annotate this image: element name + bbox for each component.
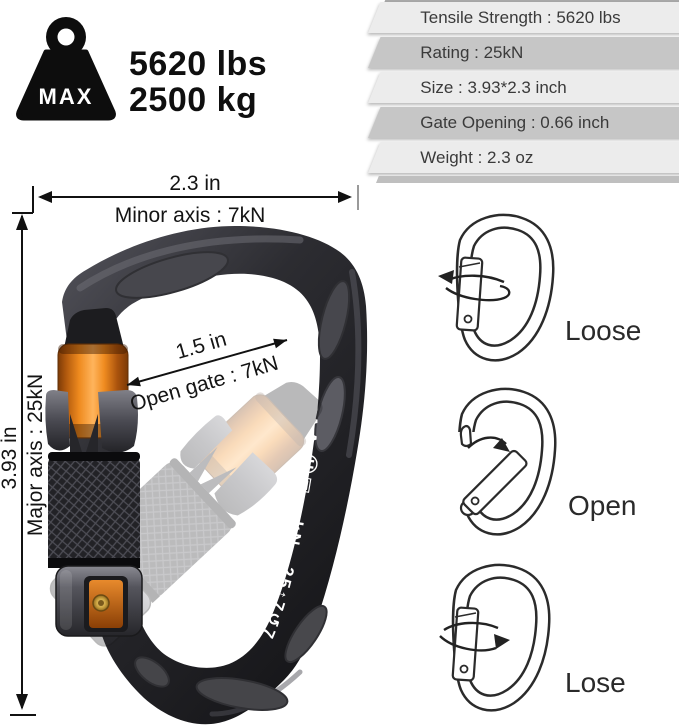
height-arrow-top <box>16 214 28 230</box>
major-axis-label: Major axis : 25kN <box>24 374 47 536</box>
spec-banner-weight: Weight : 2.3 oz <box>368 142 679 173</box>
height-arrow-bottom <box>16 694 28 710</box>
unscrew-arrow-front <box>445 284 511 302</box>
gate-arrow-left <box>127 376 141 387</box>
figure-loose <box>438 213 555 362</box>
screw-arrow-front <box>439 635 497 652</box>
gate-state-label-loose: Loose <box>565 315 641 346</box>
spec-banner-text: Size : 3.93*2.3 inch <box>420 78 567 97</box>
unscrew-arrowhead <box>438 270 454 284</box>
figure-open <box>453 387 557 536</box>
width-dimension-label: 2.3 in <box>169 172 220 195</box>
screw-arrow-back <box>443 621 499 632</box>
minor-axis-label: Minor axis : 7kN <box>115 204 266 227</box>
spec-banner-text: Rating : 25kN <box>420 43 524 62</box>
open-gate <box>462 449 528 516</box>
spec-banner-size: Size : 3.93*2.3 inch <box>368 72 679 103</box>
weight-max-icon: MAX <box>16 17 116 121</box>
gate-state-label-lose: Lose <box>565 667 626 698</box>
dimension-annotations <box>10 185 359 716</box>
screw-arrowhead <box>494 634 510 649</box>
figure-lose <box>439 563 551 712</box>
carabiner-body <box>62 226 368 725</box>
spec-banner-text: Tensile Strength : 5620 lbs <box>420 8 621 27</box>
max-weight-lbs: 5620 lbs <box>129 45 268 83</box>
carabiner-photo: UIAA Ⓗ▣ kN→25↑7↺7 <box>37 226 368 725</box>
height-dimension-label: 3.93 in <box>0 426 21 489</box>
max-weight-text: 5620 lbs 2500 kg <box>129 46 267 118</box>
banner-edge-bottom <box>376 176 679 183</box>
gate-arrow-right <box>273 338 287 349</box>
spec-banner-gate-opening: Gate Opening : 0.66 inch <box>368 107 679 138</box>
carabiner-nose <box>459 424 473 448</box>
max-weight-kg: 2500 kg <box>129 81 258 119</box>
width-arrow-left <box>38 191 52 203</box>
spec-banner-text: Gate Opening : 0.66 inch <box>420 113 610 132</box>
spec-banner-tensile-strength: Tensile Strength : 5620 lbs <box>368 2 679 33</box>
gate-state-label-open: Open <box>568 490 637 521</box>
spec-banner-rating: Rating : 25kN <box>368 37 679 68</box>
width-arrow-right <box>338 191 352 203</box>
open-arrowhead <box>493 438 510 452</box>
max-label: MAX <box>39 84 94 109</box>
spec-banner-text: Weight : 2.3 oz <box>420 148 534 167</box>
